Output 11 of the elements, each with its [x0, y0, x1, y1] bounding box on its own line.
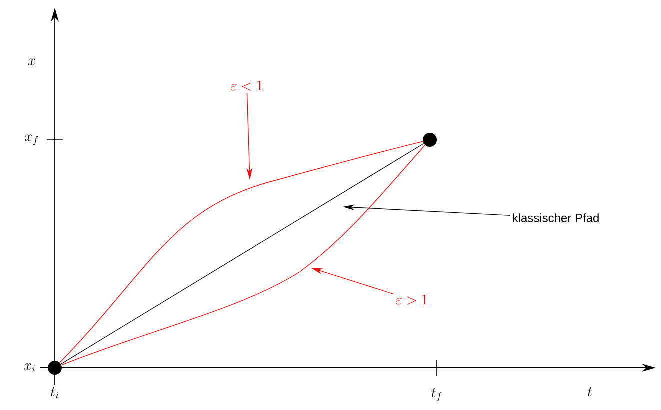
path-label: klassischer Pfad — [513, 214, 599, 222]
axis-label: $t$ — [588, 387, 592, 397]
endpoint-dot — [48, 361, 62, 375]
axis-label: $t_i$ — [50, 387, 58, 399]
parameter-label: $\varepsilon > 1$ — [396, 294, 428, 305]
axis-label: $x_i$ — [24, 364, 35, 372]
axis-label: $x_f$ — [25, 134, 38, 146]
axis-label: $x$ — [28, 58, 36, 66]
parameter-label: $\varepsilon < 1$ — [231, 80, 262, 91]
endpoint-dot — [423, 133, 437, 147]
axis-label: $t_f$ — [432, 388, 442, 402]
